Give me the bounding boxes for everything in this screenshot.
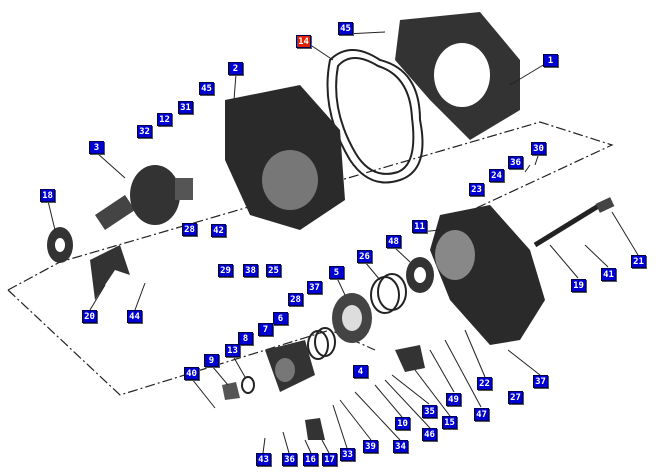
flange [265, 340, 315, 392]
callout-part-28[interactable]: 28 [288, 293, 303, 306]
callout-part-37[interactable]: 37 [533, 375, 548, 388]
callout-part-46[interactable]: 46 [422, 428, 437, 441]
callout-part-3[interactable]: 3 [89, 141, 104, 154]
callout-part-2[interactable]: 2 [228, 62, 243, 75]
callout-part-32[interactable]: 32 [137, 125, 152, 138]
callout-part-8[interactable]: 8 [238, 332, 253, 345]
bearing [406, 257, 434, 293]
callout-part-24[interactable]: 24 [489, 169, 504, 182]
callout-part-7[interactable]: 7 [258, 323, 273, 336]
callout-part-21[interactable]: 21 [631, 255, 646, 268]
snap-rings [241, 273, 407, 394]
seal [395, 345, 425, 372]
callout-part-25[interactable]: 25 [266, 264, 281, 277]
callout-part-15[interactable]: 15 [442, 416, 457, 429]
callout-part-12[interactable]: 12 [157, 113, 172, 126]
callout-part-17[interactable]: 17 [322, 453, 337, 466]
callout-part-19[interactable]: 19 [571, 279, 586, 292]
callout-part-40[interactable]: 40 [184, 367, 199, 380]
callout-part-42[interactable]: 42 [211, 224, 226, 237]
plug [595, 197, 615, 213]
callout-part-6[interactable]: 6 [273, 312, 288, 325]
callout-part-16[interactable]: 16 [303, 453, 318, 466]
callout-part-28[interactable]: 28 [182, 223, 197, 236]
callout-part-36[interactable]: 36 [508, 156, 523, 169]
callout-part-27[interactable]: 27 [508, 391, 523, 404]
callout-part-11[interactable]: 11 [412, 220, 427, 233]
callout-part-26[interactable]: 26 [357, 250, 372, 263]
callout-part-5[interactable]: 5 [329, 266, 344, 279]
callout-part-41[interactable]: 41 [601, 268, 616, 281]
callout-part-31[interactable]: 31 [178, 101, 193, 114]
callout-part-35[interactable]: 35 [422, 405, 437, 418]
sprocket [47, 227, 73, 263]
gear-shaft [95, 165, 193, 230]
housing-front [430, 205, 545, 345]
callout-part-9[interactable]: 9 [204, 354, 219, 367]
callout-part-38[interactable]: 38 [243, 264, 258, 277]
callout-part-33[interactable]: 33 [340, 448, 355, 461]
cap [222, 382, 240, 400]
callout-part-49[interactable]: 49 [446, 393, 461, 406]
shift-rail [533, 202, 602, 248]
housing-rear [395, 12, 520, 140]
callout-part-20[interactable]: 20 [82, 310, 97, 323]
retainer [332, 293, 372, 343]
callout-part-10[interactable]: 10 [395, 417, 410, 430]
callout-part-14[interactable]: 14 [296, 35, 311, 48]
callout-part-37[interactable]: 37 [307, 281, 322, 294]
shift-fork [90, 245, 130, 300]
callout-part-43[interactable]: 43 [256, 453, 271, 466]
housing-center [225, 85, 345, 230]
callout-part-44[interactable]: 44 [127, 310, 142, 323]
callout-part-18[interactable]: 18 [40, 189, 55, 202]
callout-part-34[interactable]: 34 [393, 440, 408, 453]
callout-part-29[interactable]: 29 [218, 264, 233, 277]
callout-part-47[interactable]: 47 [474, 408, 489, 421]
cover [305, 418, 325, 440]
callout-part-45[interactable]: 45 [199, 82, 214, 95]
callout-part-30[interactable]: 30 [531, 142, 546, 155]
leader-lines [47, 31, 639, 454]
callout-part-13[interactable]: 13 [225, 344, 240, 357]
callout-part-22[interactable]: 22 [477, 377, 492, 390]
callout-part-36[interactable]: 36 [282, 453, 297, 466]
callout-part-23[interactable]: 23 [469, 183, 484, 196]
callout-part-45[interactable]: 45 [338, 22, 353, 35]
callout-part-1[interactable]: 1 [543, 54, 558, 67]
callout-part-48[interactable]: 48 [386, 235, 401, 248]
callout-part-4[interactable]: 4 [353, 365, 368, 378]
callout-part-39[interactable]: 39 [363, 440, 378, 453]
